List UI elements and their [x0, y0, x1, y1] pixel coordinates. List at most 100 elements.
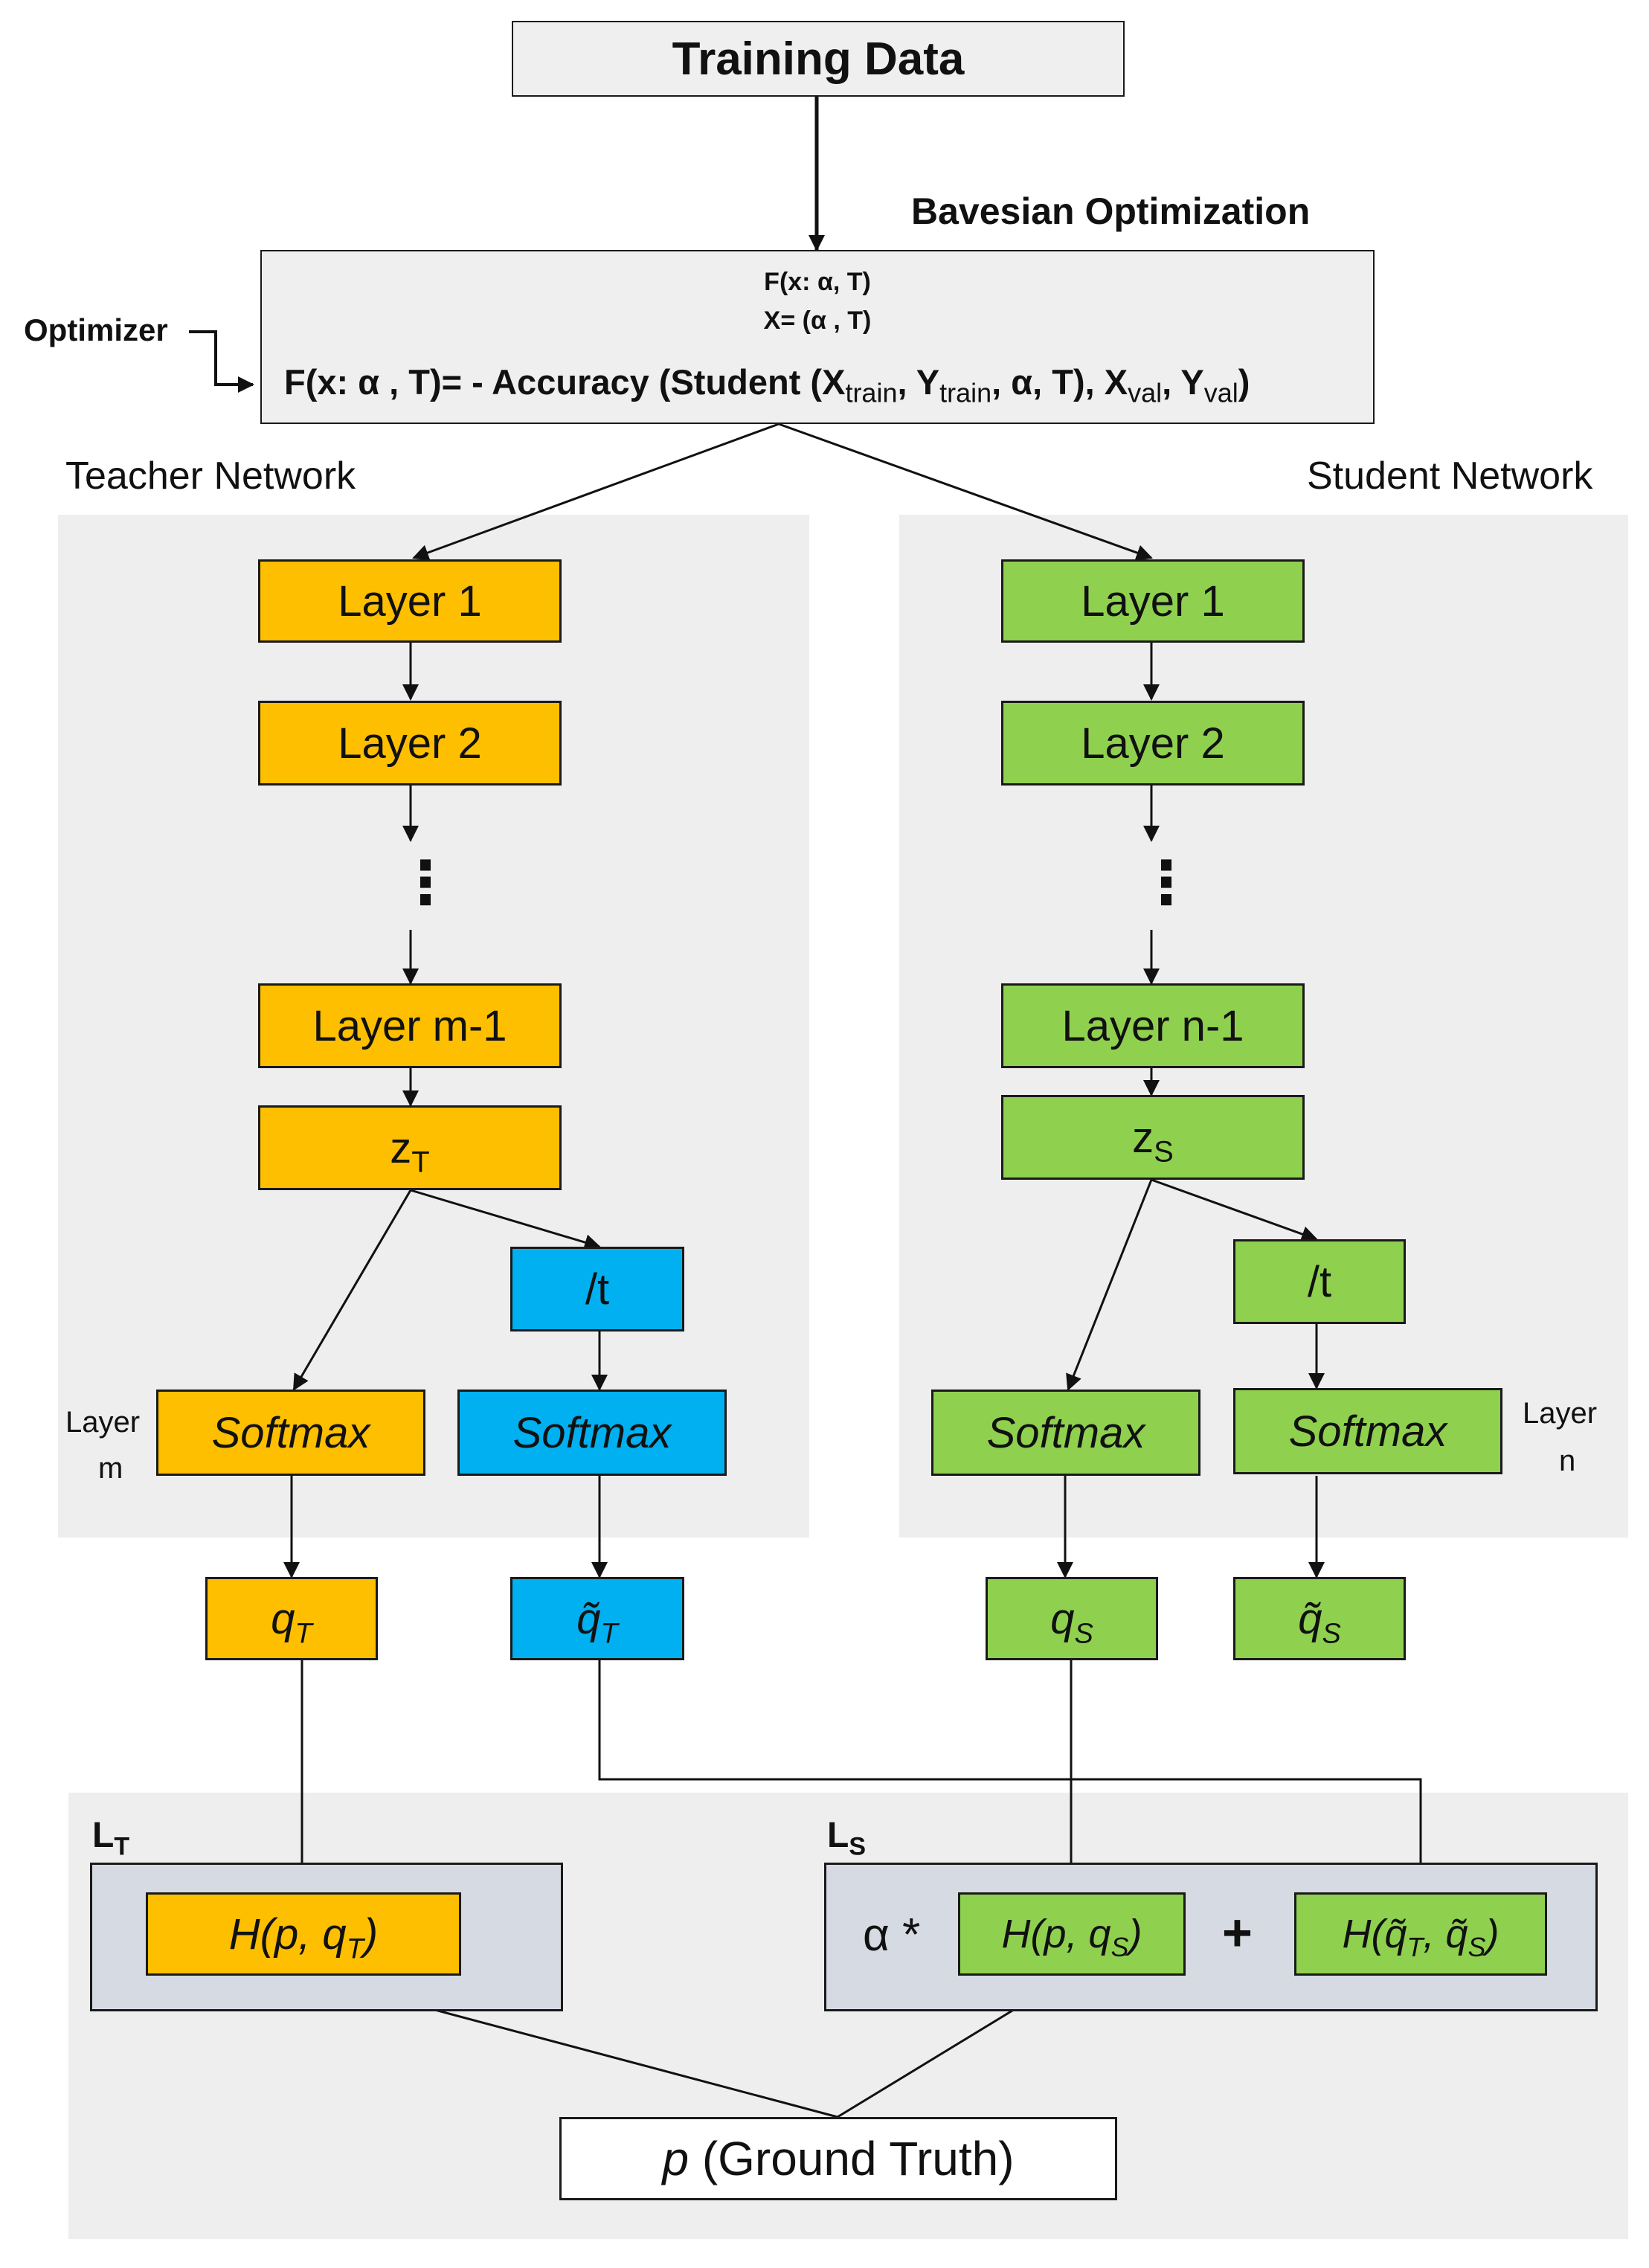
- objective-prefix: F(x: α , T)= - Accuracy (Student (X: [284, 362, 846, 402]
- objective-mid: , α, T), X: [991, 362, 1128, 402]
- objective-y1: , Y: [897, 362, 940, 402]
- student-temperature-divide: /t: [1233, 1239, 1406, 1324]
- training-data-box: Training Data: [512, 21, 1125, 97]
- teacher-div-t-label: /t: [585, 1265, 610, 1314]
- student-q: q: [1050, 1594, 1075, 1643]
- teacher-layer-m-1-label: Layer m-1: [312, 1001, 507, 1050]
- teacher-q-tilde-output: q̃T: [510, 1577, 684, 1660]
- alpha-multiplier: α *: [863, 1909, 921, 1961]
- ground-truth-box: p (Ground Truth): [559, 2117, 1117, 2200]
- teacher-q-tilde: q̃: [576, 1594, 601, 1643]
- student-q-tilde-sub: S: [1322, 1618, 1341, 1650]
- student-q-tilde-label: q̃S: [1298, 1594, 1341, 1648]
- teacher-cross-entropy: H(p, qT): [146, 1892, 461, 1976]
- teacher-temperature-divide: /t: [510, 1247, 684, 1331]
- student-layer-1: Layer 1: [1001, 559, 1305, 643]
- student-q-output: qS: [986, 1577, 1158, 1660]
- student-softmax-label: Softmax: [986, 1408, 1145, 1457]
- teacher-ellipsis: ⋮: [396, 849, 455, 916]
- teacher-cross-entropy-label: H(p, qT): [228, 1909, 379, 1964]
- teacher-layer-1: Layer 1: [258, 559, 562, 643]
- ground-truth-p: p: [662, 2132, 690, 2185]
- teacher-z: z: [390, 1123, 412, 1172]
- distill-ce-mid: , q̃: [1423, 1912, 1468, 1956]
- distill-ce-sub2: S: [1468, 1931, 1486, 1962]
- objective-sub-x-train: train: [845, 377, 898, 408]
- teacher-softmax: Softmax: [156, 1390, 425, 1476]
- student-loss-title: LS: [827, 1815, 866, 1860]
- teacher-side-label-1: Layer: [65, 1406, 141, 1439]
- distillation-ce-label: H(q̃T, q̃S): [1342, 1911, 1499, 1960]
- teacher-soft-softmax-label: Softmax: [512, 1408, 672, 1457]
- distill-ce-sub1: T: [1407, 1931, 1424, 1962]
- student-q-tilde: q̃: [1298, 1594, 1322, 1643]
- student-layer-2: Layer 2: [1001, 701, 1305, 786]
- student-q-tilde-output: q̃S: [1233, 1577, 1406, 1660]
- student-cross-entropy: H(p, qS): [958, 1892, 1186, 1976]
- objective-sub-y-train: train: [939, 377, 992, 408]
- teacher-layer-1-label: Layer 1: [338, 576, 482, 626]
- teacher-soft-softmax: Softmax: [457, 1390, 727, 1476]
- distill-ce-pre: H(q̃: [1342, 1912, 1407, 1956]
- teacher-q: q: [271, 1594, 295, 1643]
- teacher-softmax-label: Softmax: [211, 1408, 370, 1457]
- teacher-side-label-2: m: [98, 1452, 123, 1485]
- student-side-label-2: n: [1559, 1445, 1576, 1477]
- student-q-sub: S: [1074, 1618, 1093, 1650]
- student-softmax: Softmax: [931, 1390, 1200, 1476]
- student-cross-entropy-label: H(p, qS): [1001, 1911, 1142, 1960]
- student-div-t-label: /t: [1307, 1257, 1332, 1306]
- training-data-label: Training Data: [672, 33, 965, 85]
- distillation-cross-entropy: H(q̃T, q̃S): [1294, 1892, 1547, 1976]
- student-z-sub: S: [1154, 1135, 1174, 1169]
- bayesian-optimization-title: Bavesian Optimization: [911, 190, 1311, 232]
- objective-suffix: ): [1238, 362, 1250, 402]
- student-z: z: [1132, 1113, 1154, 1162]
- teacher-logits-z: zT: [258, 1105, 562, 1190]
- teacher-ce-sub: T: [346, 1933, 364, 1965]
- student-side-label-1: Layer: [1523, 1397, 1598, 1430]
- formula-line-2: X= (α , T): [763, 306, 872, 335]
- teacher-q-sub: T: [295, 1618, 312, 1650]
- teacher-layer-2: Layer 2: [258, 701, 562, 786]
- teacher-q-tilde-label: q̃T: [576, 1594, 617, 1648]
- teacher-loss-sub: T: [114, 1832, 130, 1861]
- student-loss-sub: S: [849, 1832, 867, 1861]
- student-logits-z: zS: [1001, 1095, 1305, 1180]
- teacher-loss-letter: L: [92, 1816, 115, 1855]
- student-ellipsis: ⋮: [1137, 849, 1196, 916]
- teacher-q-label: qT: [271, 1594, 312, 1648]
- student-network-title: Student Network: [1307, 454, 1593, 498]
- teacher-ce-pre: H(p, q: [228, 1909, 347, 1959]
- ground-truth-text: (Ground Truth): [689, 2132, 1015, 2185]
- objective-sub-y-val: val: [1203, 377, 1238, 408]
- student-soft-softmax-label: Softmax: [1288, 1407, 1447, 1456]
- objective-y2: , Y: [1162, 362, 1204, 402]
- formula-line-1: F(x: α, T): [764, 268, 871, 296]
- teacher-q-tilde-sub: T: [600, 1618, 618, 1650]
- student-ce-pre: H(p, q: [1001, 1912, 1111, 1956]
- teacher-layer-m-1: Layer m-1: [258, 983, 562, 1068]
- teacher-layer-2-label: Layer 2: [338, 719, 482, 768]
- student-q-label: qS: [1050, 1594, 1093, 1648]
- teacher-loss-title: LT: [92, 1815, 129, 1860]
- distill-ce-post: ): [1485, 1912, 1499, 1956]
- plus-sign: +: [1222, 1904, 1253, 1962]
- optimizer-box: F(x: α, T) X= (α , T) F(x: α , T)= - Acc…: [260, 250, 1375, 424]
- ground-truth-label: p (Ground Truth): [662, 2131, 1014, 2186]
- objective-sub-x-val: val: [1128, 377, 1163, 408]
- teacher-q-output: qT: [205, 1577, 378, 1660]
- student-layer-2-label: Layer 2: [1081, 719, 1225, 768]
- teacher-z-sub: T: [411, 1146, 430, 1179]
- student-soft-softmax: Softmax: [1233, 1388, 1502, 1474]
- student-loss-letter: L: [827, 1816, 849, 1855]
- student-layer-n-1-label: Layer n-1: [1061, 1001, 1244, 1050]
- teacher-z-label: zT: [390, 1123, 429, 1178]
- objective-formula: F(x: α , T)= - Accuracy (Student (Xtrain…: [284, 362, 1250, 406]
- student-layer-n-1: Layer n-1: [1001, 983, 1305, 1068]
- student-ce-post: ): [1128, 1912, 1142, 1956]
- optimizer-label: Optimizer: [24, 312, 168, 347]
- student-z-label: zS: [1132, 1113, 1174, 1167]
- teacher-network-title: Teacher Network: [65, 454, 356, 498]
